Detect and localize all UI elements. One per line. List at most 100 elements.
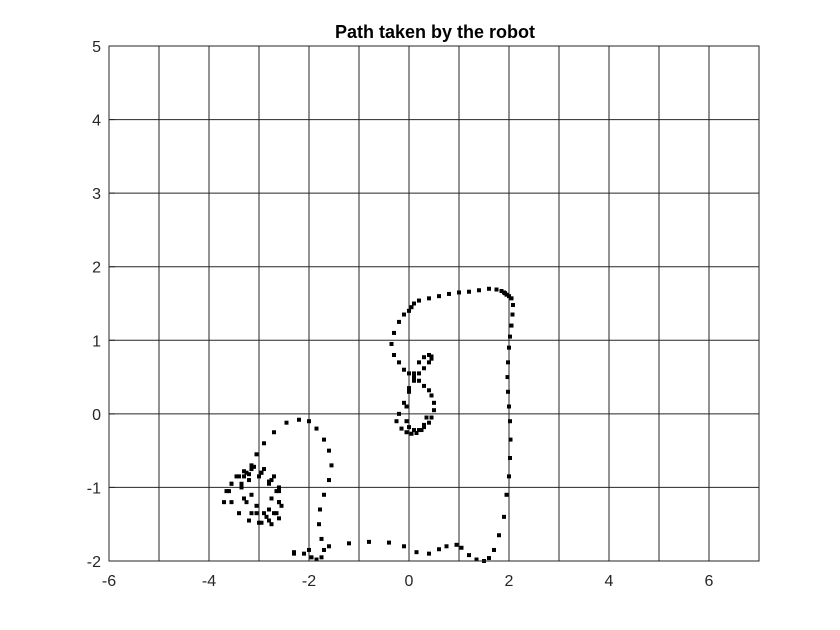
- data-point: [429, 393, 434, 398]
- data-point: [269, 522, 274, 527]
- data-point: [237, 511, 241, 516]
- data-point: [327, 448, 331, 453]
- data-point: [274, 511, 279, 516]
- y-tick-label: 1: [92, 333, 101, 350]
- data-point: [467, 289, 471, 294]
- data-point: [314, 426, 319, 431]
- data-point: [414, 430, 419, 435]
- axes-background: [109, 46, 759, 561]
- data-point: [447, 291, 451, 296]
- data-point: [412, 371, 416, 376]
- data-point: [422, 383, 426, 388]
- data-point: [407, 386, 411, 391]
- data-point: [504, 492, 509, 497]
- data-point: [407, 371, 411, 376]
- data-point: [427, 551, 431, 556]
- data-point: [508, 456, 512, 460]
- data-point: [277, 489, 281, 494]
- data-point: [229, 500, 234, 505]
- data-point: [249, 492, 254, 497]
- data-point: [492, 547, 496, 552]
- data-point: [507, 474, 511, 479]
- y-tick-label: 5: [92, 39, 101, 56]
- data-point: [417, 371, 421, 376]
- data-point: [307, 547, 311, 552]
- data-point: [322, 492, 326, 497]
- data-point: [259, 520, 264, 525]
- data-point: [257, 520, 261, 525]
- data-point: [269, 496, 274, 501]
- data-point: [319, 555, 324, 560]
- data-point: [510, 312, 515, 317]
- data-point: [292, 550, 296, 555]
- data-point: [317, 522, 321, 527]
- y-tick-label: 4: [92, 113, 101, 130]
- data-point: [506, 360, 510, 365]
- y-tick-label: -1: [87, 480, 101, 497]
- data-point: [399, 426, 404, 431]
- data-point: [229, 481, 234, 486]
- data-point: [367, 539, 371, 544]
- data-point: [227, 489, 231, 494]
- data-point: [249, 511, 254, 516]
- x-tick-label: 4: [605, 573, 614, 590]
- data-point: [272, 430, 276, 435]
- data-point: [329, 463, 334, 468]
- data-point: [444, 544, 449, 549]
- y-tick-label: -2: [87, 554, 101, 571]
- data-point: [429, 356, 434, 361]
- data-point: [319, 536, 324, 541]
- data-point: [389, 341, 394, 346]
- data-point: [507, 345, 511, 350]
- data-point: [454, 542, 459, 547]
- data-point: [422, 422, 426, 427]
- data-point: [244, 470, 249, 475]
- data-point: [487, 286, 491, 291]
- data-point: [412, 378, 416, 383]
- data-point: [414, 550, 419, 555]
- data-point: [509, 323, 514, 328]
- data-point: [422, 366, 426, 371]
- data-point: [508, 437, 513, 442]
- data-point: [502, 514, 506, 519]
- data-point: [422, 355, 426, 360]
- data-point: [417, 298, 421, 303]
- data-point: [407, 308, 411, 313]
- data-point: [239, 481, 244, 486]
- data-point: [247, 518, 251, 523]
- data-point: [507, 404, 511, 409]
- data-point: [267, 479, 271, 484]
- data-point: [432, 400, 436, 405]
- data-point: [437, 547, 441, 552]
- data-point: [269, 478, 274, 483]
- data-point: [467, 553, 471, 558]
- data-point: [417, 428, 421, 433]
- data-point: [222, 500, 226, 505]
- data-point: [327, 544, 331, 549]
- data-point: [272, 474, 276, 479]
- data-point: [247, 472, 251, 477]
- data-point: [397, 411, 401, 416]
- data-point: [242, 469, 246, 474]
- data-point: [432, 408, 436, 413]
- data-point: [404, 430, 409, 435]
- data-point: [404, 404, 409, 409]
- data-point: [407, 389, 411, 394]
- data-point: [507, 294, 511, 299]
- data-point: [252, 464, 256, 469]
- data-point: [297, 417, 301, 422]
- data-point: [437, 294, 441, 299]
- data-point: [427, 420, 431, 425]
- data-point: [267, 481, 271, 486]
- data-point: [267, 507, 271, 512]
- data-point: [274, 489, 279, 494]
- x-tick-label: -6: [102, 573, 116, 590]
- data-point: [284, 420, 289, 425]
- data-point: [327, 478, 331, 483]
- data-point: [397, 319, 401, 324]
- data-point: [404, 419, 409, 424]
- data-point: [244, 500, 249, 505]
- tick-marks: [108, 45, 710, 562]
